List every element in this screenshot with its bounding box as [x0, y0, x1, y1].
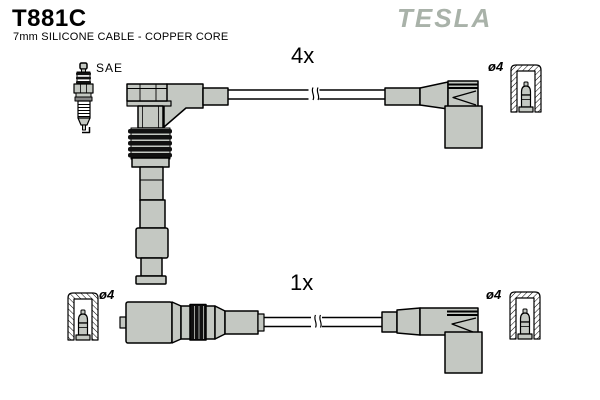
part-number: T881C	[12, 5, 87, 32]
cable-spec: 7mm SILICONE CABLE - COPPER CORE	[13, 31, 229, 43]
upper-coil-boot-drawing	[126, 83, 229, 285]
lower-straight-boot-drawing	[119, 301, 265, 344]
lower-right-elbow-boot-drawing	[381, 307, 483, 374]
connector-cross-section-bottom-left	[67, 292, 99, 341]
upper-right-elbow-boot-drawing	[384, 80, 483, 149]
upper-quantity-label: 4x	[291, 43, 315, 68]
diameter-label-top-right: ø4	[488, 59, 504, 74]
diameter-label-bottom-right: ø4	[486, 287, 502, 302]
brand-logo: TESLA	[397, 3, 493, 33]
diameter-label-bottom-left: ø4	[99, 287, 115, 302]
lower-cable-drawing	[263, 314, 382, 330]
connector-cross-section-top-right	[510, 64, 542, 113]
connector-cross-section-bottom-right	[509, 291, 541, 340]
upper-cable-drawing	[228, 87, 385, 102]
lower-quantity-label: 1x	[290, 270, 314, 295]
spark-plug-drawing	[73, 62, 94, 134]
sae-plug-label: SAE	[96, 61, 124, 75]
